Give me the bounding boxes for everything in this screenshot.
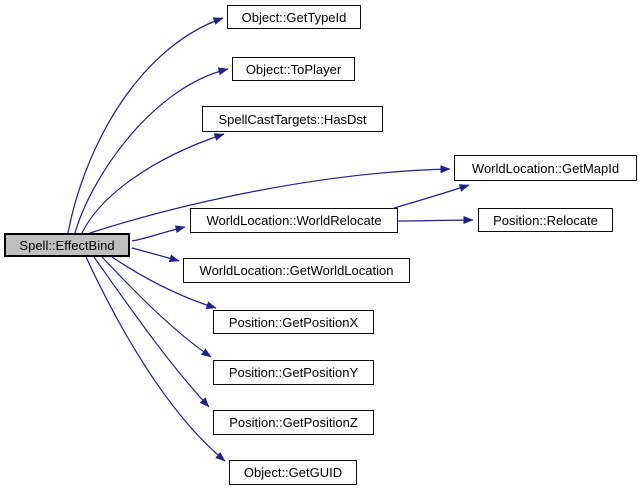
edge-effectbind-to-getguid	[85, 256, 226, 462]
node-position-getpositionz[interactable]: Position::GetPositionZ	[213, 410, 374, 435]
node-position-getpositionx[interactable]: Position::GetPositionX	[213, 310, 374, 334]
node-object-toplayer[interactable]: Object::ToPlayer	[232, 57, 355, 81]
node-worldlocation-worldrelocate[interactable]: WorldLocation::WorldRelocate	[190, 208, 398, 233]
edge-worldrelocate-to-getmapid	[393, 184, 470, 209]
edge-effectbind-to-getpositiony	[101, 256, 212, 358]
edge-effectbind-to-hasdst	[81, 133, 225, 234]
edge-effectbind-to-worldrelocate	[131, 225, 186, 242]
node-object-gettypeid[interactable]: Object::GetTypeId	[227, 5, 361, 29]
node-position-relocate[interactable]: Position::Relocate	[478, 208, 613, 232]
edge-effectbind-to-toplayer	[74, 67, 229, 234]
node-worldlocation-getworldlocation[interactable]: WorldLocation::GetWorldLocation	[183, 258, 410, 283]
edge-effectbind-to-getmapid	[89, 165, 451, 234]
edge-effectbind-to-gettypeid	[67, 17, 224, 234]
node-position-getpositiony[interactable]: Position::GetPositionY	[213, 360, 374, 385]
node-spellcasttargets-hasdst[interactable]: SpellCastTargets::HasDst	[202, 106, 383, 132]
edge-worldrelocate-to-relocate	[397, 216, 474, 225]
edge-effectbind-to-getpositionz	[93, 256, 210, 408]
edge-effectbind-to-getpositionx	[111, 256, 217, 310]
node-object-getguid[interactable]: Object::GetGUID	[229, 460, 357, 485]
node-worldlocation-getmapid[interactable]: WorldLocation::GetMapId	[454, 155, 637, 181]
edge-effectbind-to-getworldlocation	[131, 247, 180, 263]
node-spell-effectbind: Spell::EffectBind	[4, 233, 130, 257]
